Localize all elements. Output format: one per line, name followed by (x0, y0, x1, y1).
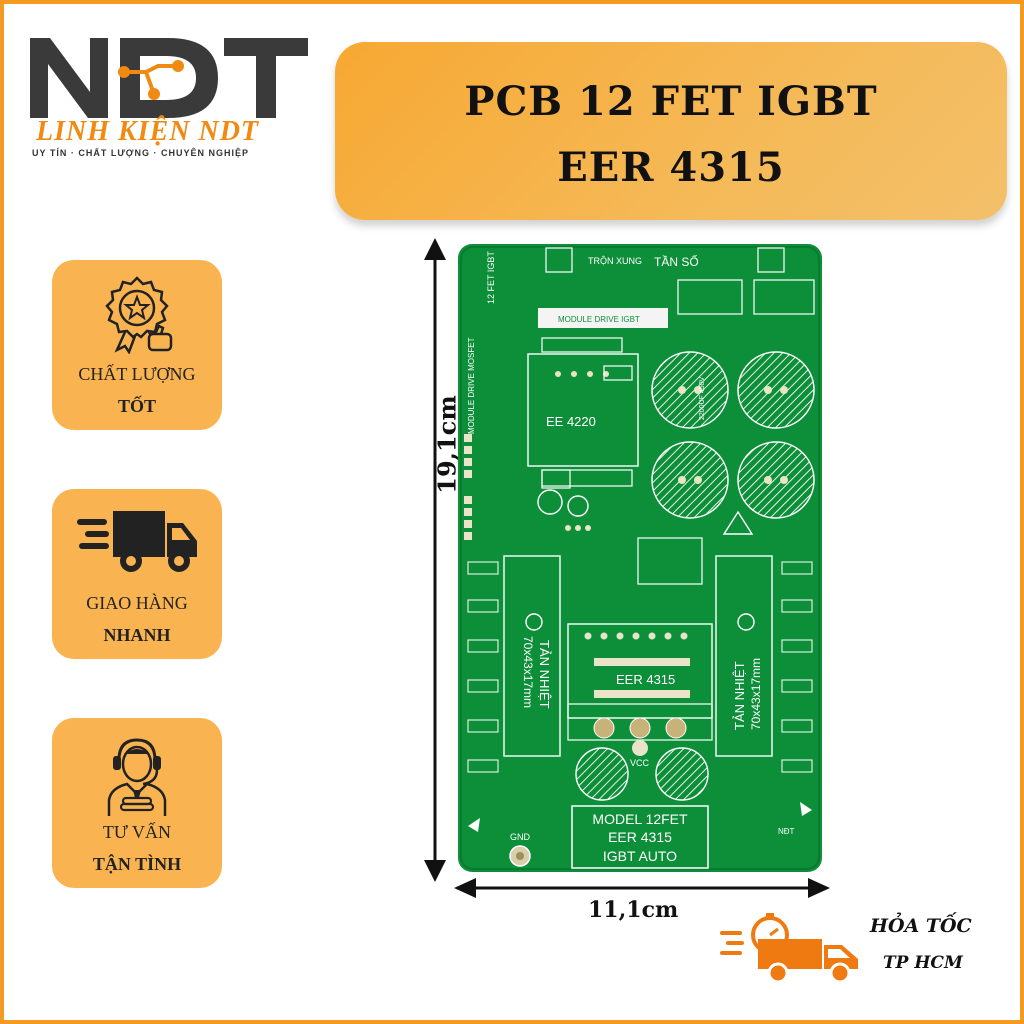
pcb-corner-arrow-icon (800, 802, 812, 816)
feature-label-1: GIAO HÀNG (86, 593, 188, 613)
support-agent-icon (101, 732, 173, 820)
pcb-board: TRỘN XUNG TẦN SỐ 12 FET IGBT MODULE DRIV… (458, 244, 822, 872)
pcb-heatsink-size-right: 70x43x17mm (749, 658, 763, 730)
pcb-label-drive-mosfet: MODULE DRIVE MOSFET (467, 337, 476, 434)
pcb-model-line2: EER 4315 (608, 829, 672, 845)
delivery-truck-icon (75, 509, 199, 579)
feature-quality: CHẤT LƯỢNG TỐT (52, 260, 222, 430)
ndt-logo-icon (30, 38, 308, 118)
pcb-label-12fet: 12 FET IGBT (486, 251, 496, 304)
pcb-heatsink-label-right: TẢN NHIỆT (732, 661, 747, 730)
pcb-corner-arrow-icon (468, 818, 480, 832)
pcb-label-tan-so: TẦN SỐ (654, 254, 699, 269)
brand-logo: LINH KIỆN NDT UY TÍN · CHẤT LƯỢNG · CHUY… (28, 30, 318, 160)
height-dimension-arrow (424, 238, 446, 882)
pcb-label-drive-igbt: MODULE DRIVE IGBT (558, 315, 640, 324)
feature-label-2: TỐT (117, 396, 156, 416)
width-dimension-arrow (454, 878, 830, 898)
feature-label-1: TƯ VẤN (102, 822, 172, 842)
pcb-capacitors (651, 351, 815, 519)
feature-delivery: GIAO HÀNG NHANH (52, 489, 222, 659)
pcb-label-ee4220: EE 4220 (546, 414, 596, 429)
express-shipping-badge: HỎA TỐC TP HCM (718, 905, 988, 985)
pcb-vcc-label: VCC (630, 758, 650, 768)
pcb-model-line1: MODEL 12FET (592, 811, 688, 827)
pcb-brand-mark: NĐT (778, 827, 795, 836)
feature-support: TƯ VẤN TẬN TÌNH (52, 718, 222, 888)
feature-label-1: CHẤT LƯỢNG (78, 364, 196, 384)
award-badge-icon (99, 274, 175, 358)
fast-delivery-truck-icon (720, 913, 858, 984)
feature-label-2: NHANH (103, 625, 171, 645)
banner-title-line1: PCB 12 FET IGBT (464, 78, 878, 125)
banner-title-line2: EER 4315 (557, 144, 785, 191)
pcb-heatsink-size-left: 70x43x17mm (521, 636, 535, 708)
pcb-heatsink-label-left-1: TẢN NHIỆT (537, 640, 552, 709)
brand-name: LINH KIỆN NDT (36, 116, 260, 147)
pcb-gnd-label: GND (510, 832, 531, 842)
shipping-label-2: TP HCM (883, 953, 963, 973)
pcb-label-eer4315: EER 4315 (616, 672, 675, 687)
pcb-label-tron-xung: TRỘN XUNG (588, 256, 642, 266)
feature-label-2: TẬN TÌNH (92, 854, 182, 874)
pcb-cap-label: 2200UF 450V (699, 376, 706, 420)
shipping-label-1: HỎA TỐC (870, 915, 972, 937)
brand-tagline: UY TÍN · CHẤT LƯỢNG · CHUYÊN NGHIỆP (32, 148, 249, 158)
pcb-model-line3: IGBT AUTO (603, 848, 677, 864)
title-banner: PCB 12 FET IGBT EER 4315 (335, 42, 1007, 220)
width-dimension-label: 11,1cm (588, 897, 679, 923)
